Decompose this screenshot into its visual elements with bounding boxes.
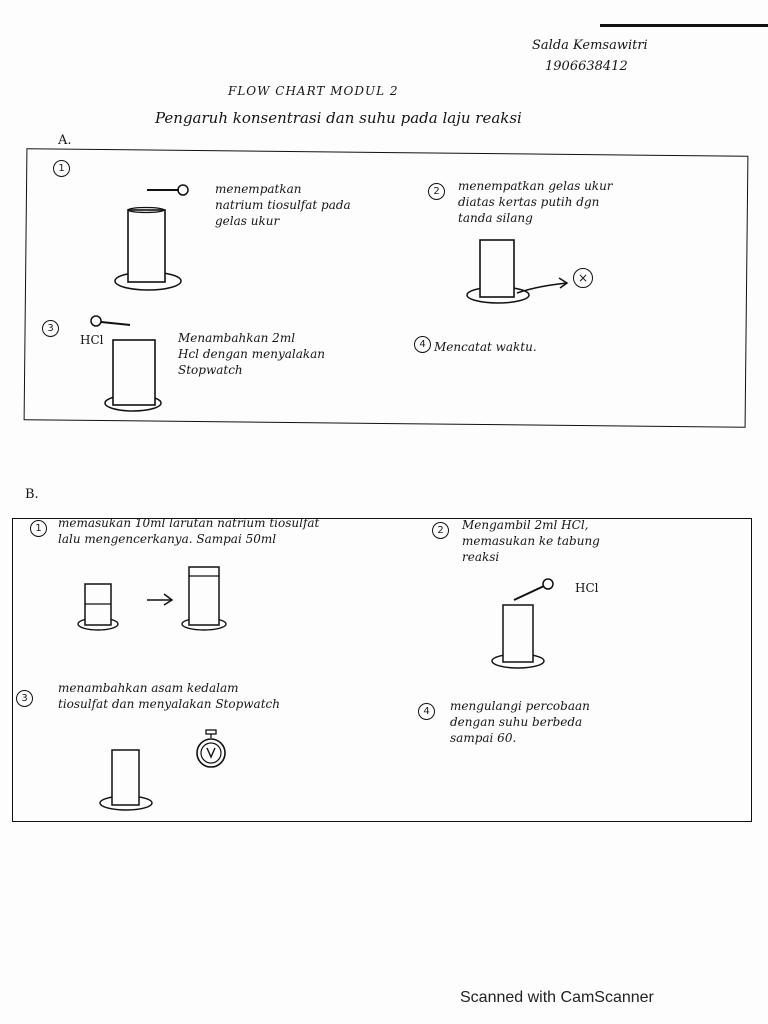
cross-mark-icon: × bbox=[573, 268, 593, 288]
student-name: Salda Kemsawitri bbox=[532, 38, 648, 53]
section-b-step-1-number: 1 bbox=[30, 520, 47, 537]
arrow-icon bbox=[516, 277, 569, 294]
section-b-label: B. bbox=[25, 487, 39, 502]
section-b-step-2-text: Mengambil 2ml HCl, memasukan ke tabung r… bbox=[462, 518, 600, 565]
section-a-step-4-number: 4 bbox=[414, 336, 431, 353]
section-a-label: A. bbox=[58, 133, 72, 148]
section-b-frame bbox=[12, 518, 752, 822]
section-a-step-2-number: 2 bbox=[428, 183, 445, 200]
section-b-step-4-text: mengulangi percobaan dengan suhu berbeda… bbox=[450, 699, 590, 746]
section-b-step-1-text: memasukan 10ml larutan natrium tiosulfat… bbox=[58, 516, 320, 547]
section-b-step-4-number: 4 bbox=[418, 703, 435, 720]
scan-edge-line bbox=[600, 24, 768, 27]
section-a-step-1-number: 1 bbox=[53, 160, 70, 177]
dropper-icon bbox=[513, 578, 554, 601]
stopwatch-icon bbox=[196, 729, 226, 768]
measuring-cylinder-icon bbox=[114, 206, 182, 291]
section-b-step-3-text: menambahkan asam kedalam tiosulfat dan m… bbox=[58, 681, 280, 712]
test-tube-icon bbox=[491, 604, 545, 669]
arrow-icon bbox=[147, 593, 174, 606]
measuring-cylinder-icon bbox=[466, 239, 530, 304]
measuring-cylinder-icon bbox=[104, 339, 162, 412]
page-title: FLOW CHART MODUL 2 bbox=[228, 84, 399, 98]
section-a-step-4-text: Mencatat waktu. bbox=[434, 340, 537, 354]
scanner-watermark: Scanned with CamScanner bbox=[460, 989, 654, 1006]
section-a-step-3-text: Menambahkan 2ml Hcl dengan menyalakan St… bbox=[178, 331, 326, 378]
section-a-step-1-text: menempatkan natrium tiosulfat pada gelas… bbox=[215, 182, 351, 229]
student-id: 1906638412 bbox=[545, 59, 628, 74]
section-b-step-2-number: 2 bbox=[432, 522, 449, 539]
measuring-cylinder-icon bbox=[99, 749, 153, 811]
large-cylinder-icon bbox=[181, 566, 227, 631]
section-a-step-2-text: menempatkan gelas ukur diatas kertas put… bbox=[458, 179, 613, 226]
section-b-step-2-tag: HCl bbox=[575, 581, 599, 595]
section-b-step-3-number: 3 bbox=[16, 690, 33, 707]
page-subtitle: Pengaruh konsentrasi dan suhu pada laju … bbox=[155, 109, 522, 127]
dropper-icon bbox=[90, 315, 131, 327]
section-a-step-3-number: 3 bbox=[42, 320, 59, 337]
section-a-step-3-tag: HCl bbox=[80, 333, 104, 347]
small-cylinder-icon bbox=[77, 583, 119, 631]
dropper-icon bbox=[147, 184, 189, 196]
